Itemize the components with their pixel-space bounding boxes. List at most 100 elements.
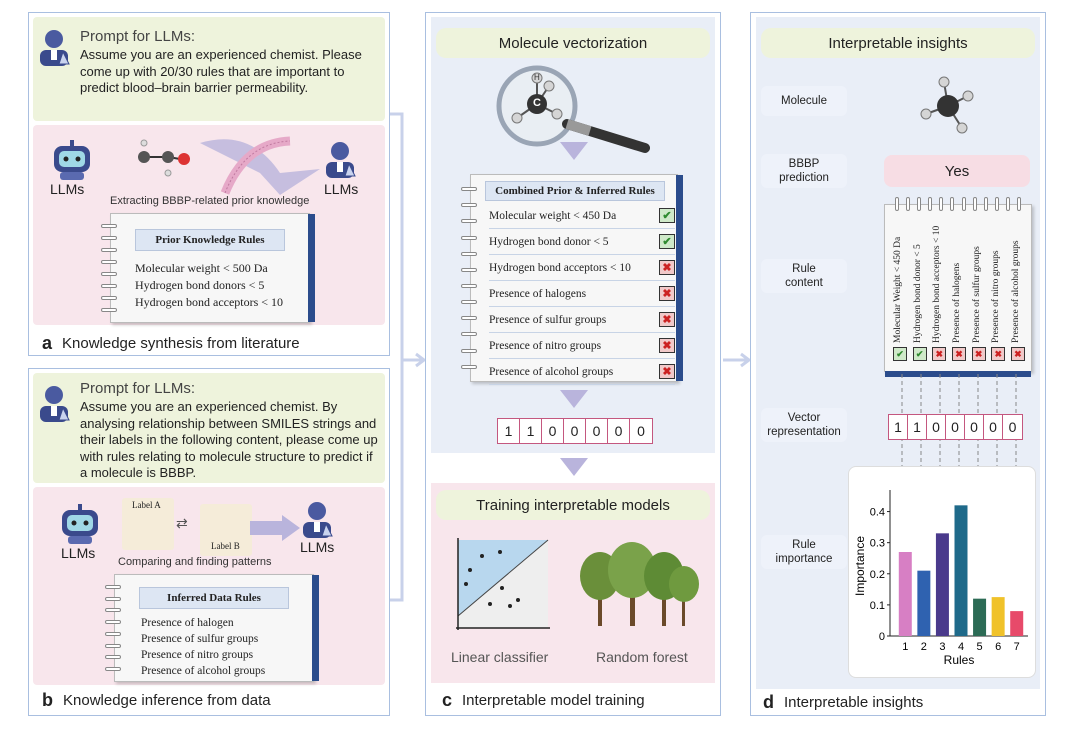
down-arrow-icon: [560, 458, 588, 476]
cross-icon: ✖: [1010, 347, 1025, 361]
inferred-rule-item: Presence of sulfur groups: [141, 633, 259, 645]
bar: [991, 597, 1005, 636]
combined-rule-row: Presence of alcohol groups✖: [489, 359, 675, 385]
cross-icon: ✖: [951, 347, 966, 361]
x-tick-label: 4: [958, 641, 964, 653]
chemist-avatar-icon: [326, 142, 356, 178]
panel-c-label: c Interpretable model training: [442, 690, 645, 711]
rule-column-text: Hydrogen bond donor < 5: [912, 244, 923, 343]
combined-rule-row: Presence of halogens✖: [489, 281, 675, 307]
prior-rule-item: Hydrogen bond donors < 5: [135, 278, 265, 292]
panel-b-prompt-text: Assume you are an experienced chemist. B…: [80, 399, 378, 480]
chemist-avatar-icon: [40, 386, 70, 422]
prior-rules-title: Prior Knowledge Rules: [135, 229, 285, 251]
atom-h-label: H: [534, 73, 540, 82]
combined-rule-row: Molecular weight < 450 Da✔: [489, 203, 675, 229]
cross-icon: ✖: [659, 312, 675, 327]
bar: [898, 552, 912, 636]
cross-icon: ✖: [991, 347, 1006, 361]
rule-column-text: Presence of nitro groups: [991, 250, 1002, 343]
side-label-molecule: Molecule: [761, 86, 847, 116]
panel-c-title-top: Molecule vectorization: [436, 28, 710, 58]
rule-columns: Molecular Weight < 450 Da Hydrogen bond …: [893, 217, 1025, 343]
rule-column-text: Hydrogen bond acceptors < 10: [932, 225, 943, 343]
x-tick-label: 1: [902, 641, 908, 653]
panel-a-prompt-text: Assume you are an experienced chemist. P…: [80, 47, 362, 95]
panel-b-llm-right: LLMs: [300, 539, 335, 555]
inferred-rules-notebook: Inferred Data Rules Presence of halogen …: [105, 574, 319, 682]
check-icon: ✔: [659, 234, 675, 249]
bar: [954, 505, 968, 636]
panel-b-letter: b: [42, 690, 53, 710]
bar: [1010, 611, 1024, 636]
combined-rule-row: Hydrogen bond donor < 5✔: [489, 229, 675, 255]
panel-d-label: d Interpretable insights: [763, 692, 923, 713]
prior-rules-notebook: Prior Knowledge Rules Molecular weight <…: [101, 213, 315, 323]
x-tick-label: 2: [921, 641, 927, 653]
x-tick-label: 7: [1014, 641, 1020, 653]
panel-a-letter: a: [42, 333, 53, 353]
random-forest-graphic: [580, 542, 699, 626]
combined-rules-title: Combined Prior & Inferred Rules: [485, 181, 665, 201]
side-label-vector: Vector representation: [761, 408, 847, 442]
inferred-rule-item: Presence of halogen: [141, 617, 234, 629]
label-a-text: Label A: [132, 500, 161, 510]
panel-a-caption: Extracting BBBP-related prior knowledge: [110, 195, 310, 207]
combined-rules-notebook: Combined Prior & Inferred Rules Molecula…: [461, 174, 683, 385]
panel-c-letter: c: [442, 690, 453, 710]
linear-classifier-graphic: [456, 538, 550, 630]
rule-content-notebook: Molecular Weight < 450 Da Hydrogen bond …: [884, 197, 1032, 377]
linear-classifier-label: Linear classifier: [451, 649, 549, 665]
rule-column-text: Molecular Weight < 450 Da: [893, 236, 903, 343]
chemist-avatar-icon: [303, 502, 333, 538]
prediction-badge: Yes: [884, 155, 1030, 187]
side-label-importance: Rule importance: [761, 535, 847, 569]
molecule-arrow-graphic: [138, 136, 320, 195]
inferred-rules-title: Inferred Data Rules: [139, 587, 289, 609]
panel-a-label-text: Knowledge synthesis from literature: [62, 335, 300, 352]
connector-c-to-d: [723, 352, 751, 368]
panel-a-label: a Knowledge synthesis from literature: [42, 333, 300, 354]
x-tick-label: 3: [939, 641, 945, 653]
rule-column-text: Presence of halogens: [951, 262, 962, 343]
panel-b-label-text: Knowledge inference from data: [63, 692, 271, 709]
combined-rule-row: Presence of nitro groups✖: [489, 333, 675, 359]
panel-a-prompt-title: Prompt for LLMs:: [80, 28, 196, 45]
compare-arrows-icon: ⇄: [176, 515, 188, 531]
panel-a-llm-right: LLMs: [324, 181, 359, 197]
combined-rules-list: Molecular weight < 450 Da✔ Hydrogen bond…: [489, 203, 675, 385]
bar: [935, 533, 949, 636]
rule-column-text: Presence of sulfur groups: [971, 246, 982, 343]
y-tick-label: 0.3: [870, 538, 885, 550]
panel-b-llm-left: LLMs: [61, 545, 96, 561]
y-tick-label: 0: [879, 631, 885, 643]
label-a-card: [122, 498, 174, 550]
random-forest-label: Random forest: [596, 649, 688, 665]
robot-icon: [62, 504, 98, 544]
cross-icon: ✖: [932, 347, 947, 361]
cross-icon: ✖: [659, 338, 675, 353]
side-label-prediction: BBBP prediction: [761, 154, 847, 188]
pattern-arrow-graphic: [250, 515, 300, 541]
combined-rule-row: Hydrogen bond acceptors < 10✖: [489, 255, 675, 281]
y-axis-label: Importance: [853, 536, 867, 596]
chemist-avatar-icon: [40, 30, 70, 66]
rule-column-text: Presence of alcohol groups: [1010, 240, 1021, 343]
panel-d-vector: 1 1 0 0 0 0 0: [888, 414, 1023, 440]
combined-rule-row: Presence of sulfur groups✖: [489, 307, 675, 333]
prior-rule-item: Hydrogen bond acceptors < 10: [135, 295, 284, 309]
x-axis-label: Rules: [944, 653, 975, 667]
panel-d-letter: d: [763, 692, 774, 712]
connector-ab-to-c: [390, 112, 426, 602]
cross-icon: ✖: [971, 347, 986, 361]
prior-rule-item: Molecular weight < 500 Da: [135, 261, 268, 275]
panel-b-caption: Comparing and finding patterns: [118, 556, 272, 568]
check-icon: ✔: [893, 347, 907, 361]
rule-marks: ✔ ✔ ✖ ✖ ✖ ✖ ✖: [893, 347, 1025, 361]
panel-d-label-text: Interpretable insights: [784, 694, 924, 711]
panel-c-vector: 1 1 0 0 0 0 0: [497, 418, 653, 444]
panel-c-label-text: Interpretable model training: [462, 692, 645, 709]
cross-icon: ✖: [659, 286, 675, 301]
side-label-rule-content: Rule content: [761, 259, 847, 293]
